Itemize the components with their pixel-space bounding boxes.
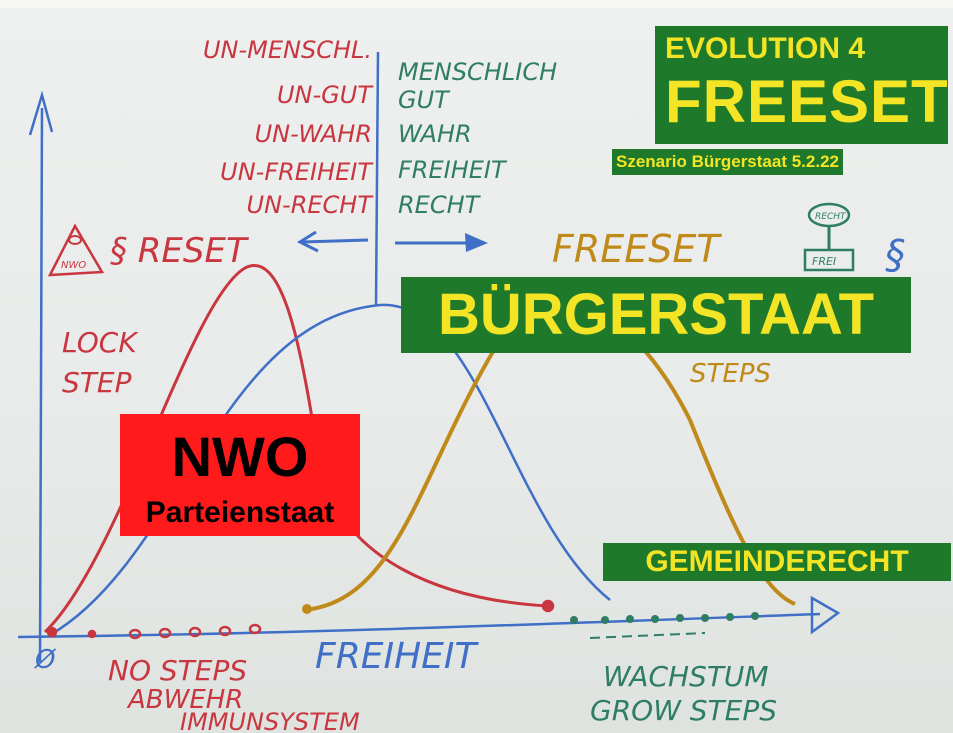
freeset-arrowhead	[465, 233, 488, 252]
evolution-title-block: EVOLUTION 4 FREESET	[655, 26, 948, 144]
freiheit-label: FREIHEIT	[398, 156, 508, 184]
freeset-handwritten: FREESET	[552, 227, 722, 271]
grow-steps-label: GROW STEPS	[590, 694, 777, 727]
un-gut-label: UN-GUT	[277, 81, 374, 109]
pyramid-eye	[68, 235, 82, 245]
pyramid-icon	[47, 223, 105, 277]
stamp-top-icon	[807, 202, 851, 228]
freiheit-axis-label: FREIHEIT	[315, 636, 480, 677]
abwehr-label: ABWEHR	[126, 685, 243, 715]
red-dots	[46, 599, 555, 640]
recht-label: RECHT	[398, 191, 482, 219]
un-freiheit-label: UN-FREIHEIT	[220, 158, 374, 186]
orange-start-dot	[302, 604, 312, 614]
gemeinderecht-banner: GEMEINDERECHT	[603, 543, 951, 581]
board-frame-edge	[0, 0, 953, 8]
green-dash-arrow	[589, 632, 706, 639]
origin-label: Ø	[34, 645, 57, 675]
un-recht-label: UN-RECHT	[247, 191, 375, 219]
lock-label: LOCK	[62, 326, 139, 359]
x-axis-arrowhead	[810, 595, 841, 635]
left-column: UN-MENSCHL. UN-GUT UN-WAHR UN-FREIHEIT U…	[203, 36, 374, 219]
x-axis	[17, 612, 821, 639]
nwo-box: NWO Parteienstaat	[120, 414, 360, 536]
wahr-label: WAHR	[398, 120, 472, 148]
un-menschl-label: UN-MENSCHL.	[203, 36, 372, 64]
divider-line	[374, 51, 380, 306]
immunsystem-label: IMMUNSYSTEM	[180, 708, 360, 733]
y-axis	[38, 107, 44, 663]
buergerstaat-banner: BÜRGERSTAAT	[401, 277, 911, 353]
scenario-label: Szenario Bürgerstaat 5.2.22	[612, 149, 843, 175]
y-axis-arrowhead	[28, 90, 54, 136]
menschlich-label: MENSCHLICH	[398, 58, 557, 86]
reset-label: § RESET	[110, 231, 249, 271]
nwo-subtitle: Parteienstaat	[145, 496, 335, 529]
no-steps-label: NO STEPS	[108, 654, 247, 687]
right-column: MENSCHLICH GUT WAHR FREIHEIT RECHT	[398, 58, 557, 219]
evolution-title: EVOLUTION 4	[665, 32, 866, 65]
pyramid-label: NWO	[61, 260, 86, 271]
stamp-bottom-label: FREI	[812, 255, 836, 268]
steps-label: STEPS	[690, 359, 771, 389]
reset-arrow	[301, 238, 369, 244]
un-wahr-label: UN-WAHR	[255, 120, 372, 148]
green-dots	[570, 612, 759, 624]
stamp-base	[803, 248, 855, 272]
gut-label: GUT	[398, 86, 451, 114]
stamp-top-label: RECHT	[815, 212, 847, 222]
freeset-title: FREESET	[665, 68, 949, 135]
step-label: STEP	[62, 366, 132, 399]
wachstum-label: WACHSTUM	[603, 660, 769, 693]
nwo-title: NWO	[171, 425, 309, 488]
reset-arrowhead	[296, 230, 319, 253]
section-sign: §	[885, 232, 905, 278]
